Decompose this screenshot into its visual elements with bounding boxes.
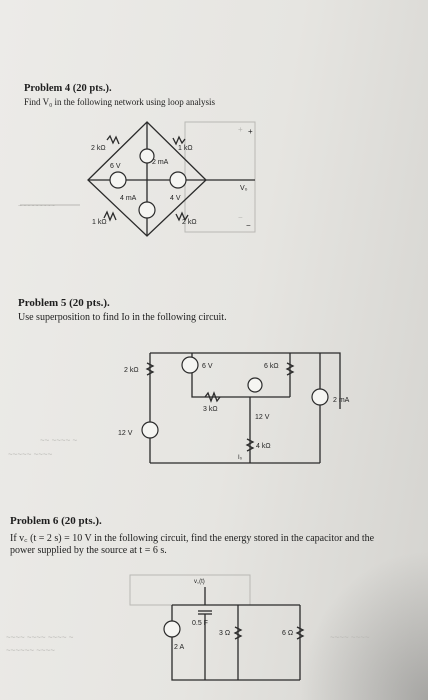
p5-i-right: 2 mA	[333, 397, 350, 404]
svg-text:~~~~~ ~~~~: ~~~~~ ~~~~	[8, 450, 53, 459]
p4-v-left: 6 V	[110, 163, 121, 170]
p6-cap-label: 0.5 F	[192, 620, 208, 627]
p6-isrc-label: 2 A	[174, 644, 184, 651]
problem4-text: Find V₀ in the following network using l…	[24, 97, 215, 107]
p4-i-center: 2 mA	[152, 159, 169, 166]
p5-io: I₀	[238, 455, 243, 461]
problem6-heading: Problem 6 (20 pts.).	[10, 515, 102, 527]
p4-r-bottom-right: 2 kΩ	[182, 219, 197, 226]
problem4-heading: Problem 4 (20 pts.).	[24, 83, 112, 94]
p5-v-mid: 12 V	[255, 414, 270, 421]
svg-text:~~~~~~ ~~~~: ~~~~~~ ~~~~	[6, 646, 55, 655]
p6-vc-label: v꜀(t)	[194, 579, 205, 585]
p4-r-top-left: 2 kΩ	[91, 145, 106, 152]
p5-r-mid2: 4 kΩ	[256, 443, 271, 450]
p4-vout-label: V₀	[240, 185, 248, 192]
problem5-text: Use superposition to find Io in the foll…	[18, 312, 227, 323]
p5-r-left: 2 kΩ	[124, 367, 139, 374]
p5-v-left: 12 V	[118, 430, 133, 437]
p6-r2-label: 6 Ω	[282, 630, 293, 637]
svg-text:−: −	[238, 213, 243, 222]
photo-shadow	[298, 550, 428, 700]
problem5-circuit: ~~ ~~~~ ~ ~~~~~ ~~~~ 2 kΩ 6 V 6 kΩ 3 kΩ …	[8, 352, 350, 464]
svg-text:~~~~~~~~~: ~~~~~~~~~	[18, 203, 55, 210]
svg-text:~~ ~~~~ ~: ~~ ~~~~ ~	[40, 436, 77, 445]
p5-r-top-right: 6 kΩ	[264, 363, 279, 370]
problem6-circuit: ~~~~ ~~~~ ~~~~ ~ ~~~~~~ ~~~~ ~~~~ ~~~~ v…	[6, 574, 370, 681]
p4-plus-label: +	[248, 127, 253, 136]
problem6-text-line2: power supplied by the source at t = 6 s.	[10, 545, 167, 556]
p4-minus-label: −	[246, 221, 251, 230]
p5-v-top: 6 V	[202, 363, 213, 370]
p5-r-mid: 3 kΩ	[203, 406, 218, 413]
p6-r1-label: 3 Ω	[219, 630, 230, 637]
p4-r-top-right: 1 kΩ	[178, 145, 193, 152]
svg-text:~~~~ ~~~~ ~~~~ ~: ~~~~ ~~~~ ~~~~ ~	[6, 633, 74, 642]
p4-r-bottom-left: 1 kΩ	[92, 219, 107, 226]
problem6-text-line1: If v꜀ (t = 2 s) = 10 V in the following …	[10, 533, 375, 544]
p4-v-right: 4 V	[170, 195, 181, 202]
svg-text:+: +	[238, 125, 243, 134]
p4-i-left: 4 mA	[120, 195, 137, 202]
problem5-heading: Problem 5 (20 pts.).	[18, 297, 110, 309]
svg-text:~~~~ ~~~~: ~~~~ ~~~~	[330, 633, 370, 642]
problem4-circuit: ~~~~~~~~~ + − + − V₀ 2 kΩ 1 kΩ 6 V 2 mA …	[18, 121, 256, 237]
